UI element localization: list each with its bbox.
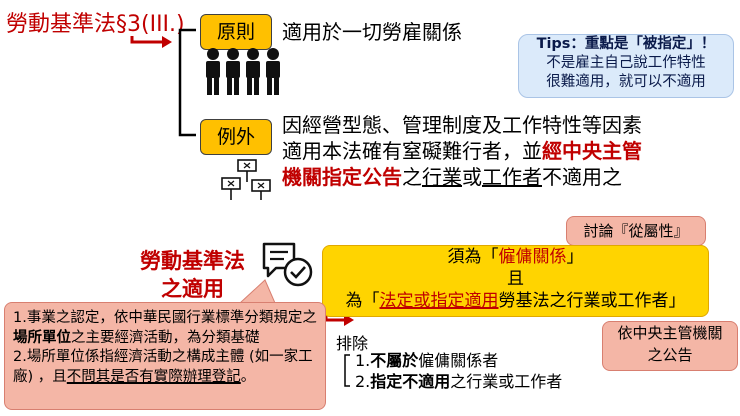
requirement-l3-a: 為「 (345, 291, 380, 311)
exception-line3-worker: 工作者 (482, 165, 542, 189)
exception-line3: 機關指定公告之行業或工作者不適用之 (282, 165, 622, 190)
recognition-item2-a: 2.場所單位係指經濟活動之構成主體 (如一家工廠) ，且 (13, 349, 313, 385)
signs-icon (221, 159, 271, 200)
law-title: 勞動基準法§3(III.) (6, 12, 185, 37)
exclusion-item2: 2.指定不適用之行業或工作者 (355, 371, 562, 392)
scope-line2: 之適用 (161, 277, 224, 301)
recognition-item2: 2.場所單位係指經濟活動之構成主體 (如一家工廠) ，且不問其是否有實際辦理登記… (13, 348, 317, 387)
recognition-item1-bold: 場所單位 (13, 329, 71, 346)
principle-text: 適用於一切勞雇關係 (282, 20, 462, 44)
recognition-item1: 1.事業之認定，依中華民國行業標準分類規定之場所單位之主要經濟活動，為分類基礎 (13, 309, 317, 348)
exclusion-item1-bold: 不屬於 (370, 351, 419, 370)
recognition-item1-a: 1.事業之認定，依中華民國行業標準分類規定之 (13, 310, 317, 326)
exclusion-item1: 1.不屬於僱傭關係者 (355, 350, 562, 371)
exclusion-bracket (344, 354, 350, 387)
exception-line2-text: 適用本法確有窒礙難行者，並 (282, 139, 542, 163)
requirement-employment: 僱傭關係 (498, 247, 567, 267)
recognition-item2-c: 。 (240, 368, 256, 385)
requirement-l1-c: 」 (566, 247, 584, 267)
requirement-l1-a: 須為「 (447, 247, 499, 267)
recognition-item2-underline: 不問其是否有實際辦理登記 (66, 368, 241, 385)
chat-check-icon (262, 242, 313, 287)
central-notice-line1: 依中央主管機關 (617, 324, 723, 342)
principle-tag: 原則 (200, 14, 272, 50)
exception-line3-highlight: 機關指定公告 (282, 165, 402, 189)
exclusion-item1-text: 僱傭關係者 (418, 351, 499, 370)
requirement-l3-c: 勞基法之行業或工作者」 (498, 291, 686, 311)
requirement-line3: 為「法定或指定適用勞基法之行業或工作者」 (323, 290, 708, 312)
title-arrow (130, 36, 164, 44)
requirement-line2: 且 (507, 269, 524, 289)
requirement-designated: 法定或指定適用 (379, 291, 499, 311)
requirement-box: 須為「僱傭關係」 且 為「法定或指定適用勞基法之行業或工作者」 (322, 245, 709, 317)
exception-line2: 適用本法確有窒礙難行者，並經中央主管 (282, 139, 642, 164)
discussion-box: 討論『從屬性』 (566, 216, 706, 246)
scope-line1: 勞動基準法 (140, 249, 245, 273)
tips-line2: 不是雇主自己說工作特性 (546, 55, 706, 71)
exception-line3-end: 不適用之 (542, 165, 622, 189)
exception-line3-industry: 行業 (422, 165, 462, 189)
exception-tag: 例外 (200, 119, 272, 155)
central-notice-line2: 之公告 (647, 346, 693, 364)
central-notice-box: 依中央主管機關 之公告 (602, 321, 738, 371)
recognition-box: 1.事業之認定，依中華民國行業標準分類規定之場所單位之主要經濟活動，為分類基礎 … (4, 302, 326, 410)
exclusion-list: 1.不屬於僱傭關係者 2.指定不適用之行業或工作者 (355, 350, 562, 392)
tips-box: Tips：重點是「被指定」！ 不是雇主自己說工作特性 很難適用，就可以不適用 (518, 34, 734, 98)
exception-line3-of: 之 (402, 165, 422, 189)
tips-line3: 很難適用，就可以不適用 (546, 74, 706, 90)
requirement-line1: 須為「僱傭關係」 (323, 246, 708, 268)
title-arrow-head (162, 36, 172, 48)
exclusion-item2-text: 之行業或工作者 (450, 372, 563, 391)
exclusion-item1-num: 1. (355, 351, 371, 370)
workers-icon (206, 48, 280, 95)
scope-title: 勞動基準法 之適用 (140, 247, 245, 303)
exception-line2-highlight: 經中央主管 (542, 139, 642, 163)
main-bracket (178, 28, 196, 137)
exception-line1: 因經營型態、管理制度及工作特性等因素 (282, 113, 642, 137)
requirement-arrow-head (344, 314, 354, 326)
exclusion-item2-num: 2. (355, 372, 371, 391)
exclusion-title: 排除 (336, 334, 369, 353)
recognition-item1-c: 之主要經濟活動，為分類基礎 (71, 329, 260, 346)
tips-title: Tips：重點是「被指定」！ (536, 36, 716, 52)
exception-line3-or: 或 (462, 165, 482, 189)
exclusion-item2-bold: 指定不適用 (370, 372, 451, 391)
